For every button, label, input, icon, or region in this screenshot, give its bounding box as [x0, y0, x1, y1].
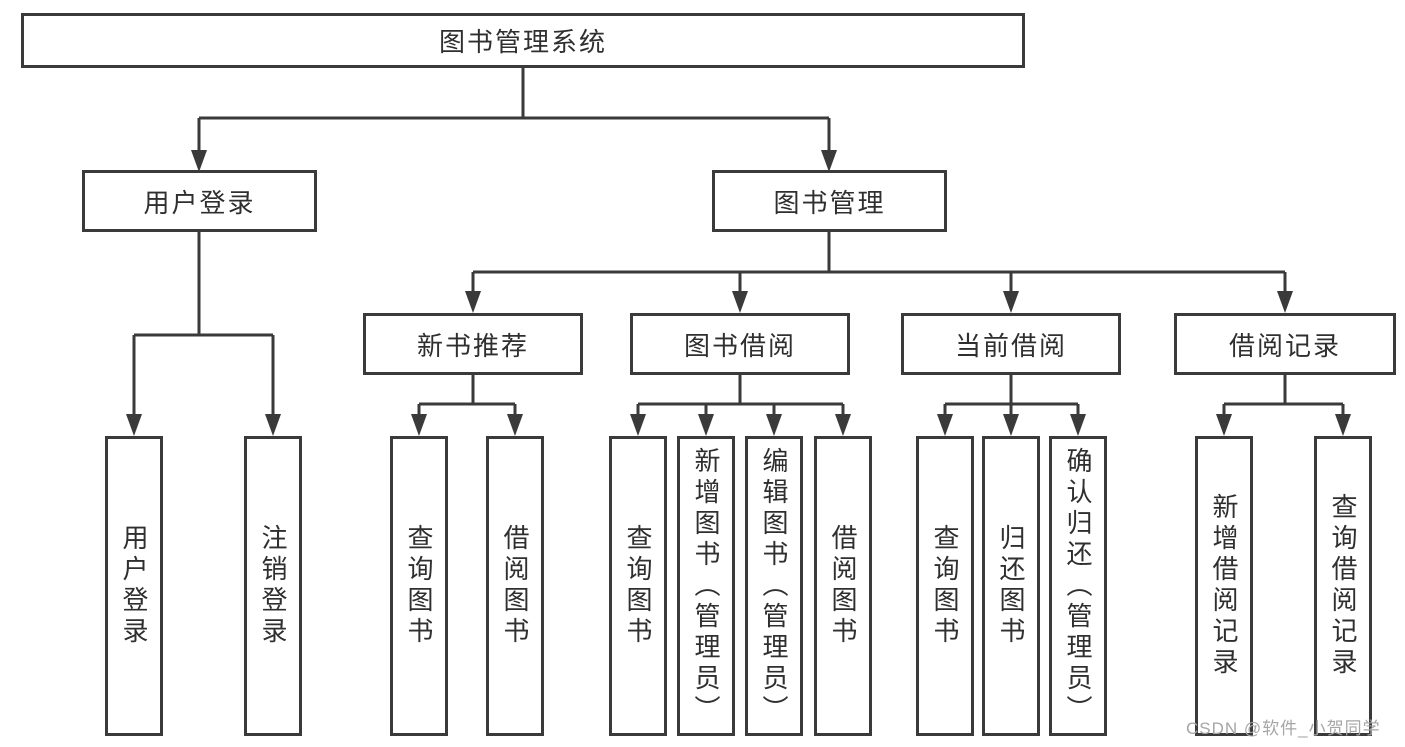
node-label: 借阅记录 [1228, 330, 1341, 361]
node-borrow-records: 借阅记录 [1174, 313, 1396, 375]
node-leaf-current-return-books: 归还图书 [982, 436, 1040, 736]
node-label: 图书管理 [773, 187, 886, 218]
node-label: 查询图书 [404, 524, 434, 648]
node-leaf-records-add: 新增借阅记录 [1195, 436, 1253, 736]
arrow-down-icon [732, 291, 748, 313]
node-label: 新增图书（管理员） [691, 446, 721, 726]
node-book-borrow: 图书借阅 [630, 313, 850, 375]
arrowhead-icons [126, 150, 1351, 436]
arrow-down-icon [1277, 291, 1293, 313]
node-label: 归还图书 [996, 524, 1026, 648]
node-label: 编辑图书（管理员） [759, 446, 789, 726]
arrow-down-icon [698, 414, 714, 436]
node-label: 图书借阅 [683, 330, 796, 361]
arrow-down-icon [1070, 414, 1086, 436]
node-label: 当前借阅 [954, 330, 1067, 361]
node-leaf-rec-borrow-books: 借阅图书 [486, 436, 544, 736]
node-label: 借阅图书 [828, 524, 858, 648]
arrow-down-icon [630, 414, 646, 436]
arrow-down-icon [465, 291, 481, 313]
node-label: 图书管理系统 [438, 27, 607, 57]
arrow-down-icon [126, 414, 142, 436]
node-label: 用户登录 [119, 524, 149, 648]
node-leaf-borrow-edit-books-admin: 编辑图书（管理员） [745, 436, 803, 736]
node-leaf-rec-query-books: 查询图书 [390, 436, 448, 736]
node-current-borrow: 当前借阅 [901, 313, 1121, 375]
node-leaf-borrow-lend-books: 借阅图书 [814, 436, 872, 736]
node-new-book-recommend: 新书推荐 [363, 313, 583, 375]
node-book-management-group: 图书管理 [712, 170, 947, 232]
node-user-login-group: 用户登录 [82, 170, 317, 232]
arrow-down-icon [507, 414, 523, 436]
node-leaf-borrow-query-books: 查询图书 [609, 436, 667, 736]
arrow-down-icon [821, 150, 837, 172]
arrow-down-icon [1216, 414, 1232, 436]
node-label: 新增借阅记录 [1209, 493, 1239, 679]
arrow-down-icon [1003, 414, 1019, 436]
node-label: 注销登录 [258, 524, 288, 648]
node-leaf-records-query: 查询借阅记录 [1314, 436, 1372, 736]
node-leaf-current-confirm-return-admin: 确认归还（管理员） [1049, 436, 1107, 736]
node-label: 新书推荐 [416, 330, 529, 361]
node-leaf-current-query-books: 查询图书 [916, 436, 974, 736]
arrow-down-icon [835, 414, 851, 436]
arrow-down-icon [191, 150, 207, 172]
node-library-system: 图书管理系统 [21, 13, 1025, 68]
node-label: 查询图书 [930, 524, 960, 648]
arrow-down-icon [766, 414, 782, 436]
arrow-down-icon [411, 414, 427, 436]
arrow-down-icon [265, 414, 281, 436]
node-leaf-borrow-add-books-admin: 新增图书（管理员） [677, 436, 735, 736]
arrow-down-icon [937, 414, 953, 436]
node-label: 用户登录 [143, 187, 256, 218]
connector-paths [132, 66, 1345, 416]
node-leaf-user-login: 用户登录 [105, 436, 163, 736]
node-label: 借阅图书 [500, 524, 530, 648]
node-label: 查询借阅记录 [1328, 493, 1358, 679]
node-label: 查询图书 [623, 524, 653, 648]
arrow-down-icon [1003, 291, 1019, 313]
arrow-down-icon [1335, 414, 1351, 436]
csdn-watermark: CSDN @软件_小贺同学 [1186, 719, 1381, 738]
node-label: 确认归还（管理员） [1063, 446, 1093, 726]
node-leaf-logout: 注销登录 [244, 436, 302, 736]
